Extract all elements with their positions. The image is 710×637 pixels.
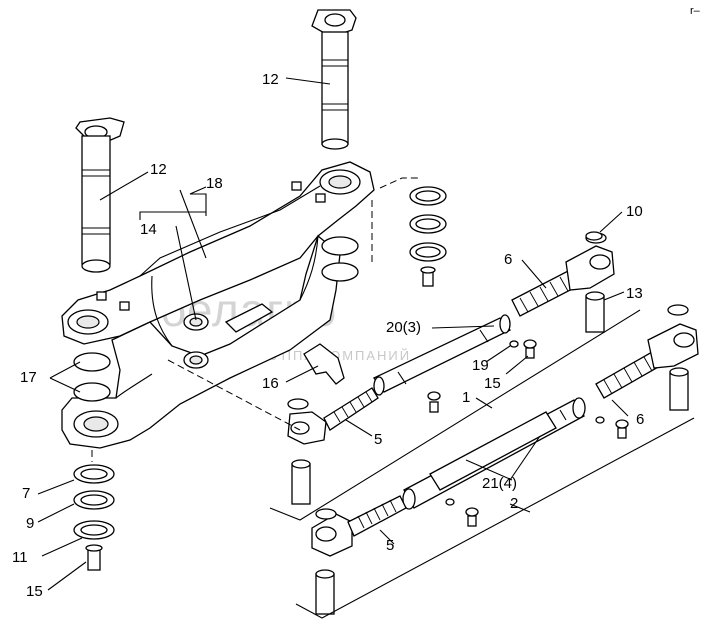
bushing-stack-left — [73, 352, 115, 571]
callout-1: 1 — [462, 389, 470, 406]
callouts: 12 12 18 14 10 6 13 20(3) 19 15 17 16 1 … — [12, 71, 644, 600]
callout-20-3: 20(3) — [386, 319, 421, 336]
callout-5: 5 — [386, 537, 394, 554]
assembly-outline — [167, 309, 695, 619]
callout-18: 18 — [206, 175, 223, 192]
washer-19 — [509, 340, 519, 348]
corner-mark: r– — [690, 5, 701, 17]
callout-21-4: 21(4) — [482, 475, 517, 492]
rod-end-upper-right — [511, 232, 615, 333]
bushing-stack-right — [321, 177, 447, 287]
callout-17: 17 — [20, 369, 37, 386]
callout-2: 2 — [510, 495, 518, 512]
callout-6: 6 — [636, 411, 644, 428]
callout-7: 7 — [22, 485, 30, 502]
callout-5: 5 — [374, 431, 382, 448]
callout-14: 14 — [140, 221, 157, 238]
tie-rod-upper — [287, 314, 537, 505]
pivot-pin-left — [75, 117, 125, 273]
washer-10 — [585, 231, 603, 241]
callout-9: 9 — [26, 515, 34, 532]
main-frame — [61, 161, 375, 449]
callout-13: 13 — [626, 285, 643, 302]
callout-6: 6 — [504, 251, 512, 268]
callout-10: 10 — [626, 203, 643, 220]
callout-15: 15 — [26, 583, 43, 600]
rod-end-lower-right — [595, 304, 699, 411]
callout-12: 12 — [262, 71, 279, 88]
callout-19: 19 — [472, 357, 489, 374]
retaining-bracket — [224, 303, 345, 385]
callout-16: 16 — [262, 375, 279, 392]
callout-12: 12 — [150, 161, 167, 178]
leader-lines — [37, 77, 629, 591]
pivot-pin-top — [311, 9, 357, 150]
tie-rod-lower — [311, 397, 629, 615]
callout-15: 15 — [484, 375, 501, 392]
callout-11: 11 — [12, 549, 28, 566]
